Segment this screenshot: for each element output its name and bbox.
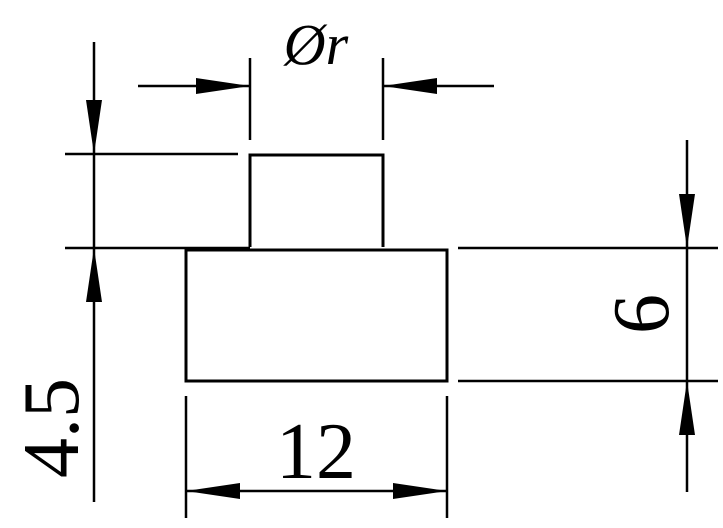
depth-arrow-bottom: [86, 248, 102, 302]
base-rectangle: [184, 248, 449, 383]
depth-arrow-top: [86, 100, 102, 154]
part-geometry: [184, 153, 449, 383]
width-dimension: 12: [186, 408, 447, 499]
depth-dimension: 4.5: [8, 42, 102, 502]
height-label: 6: [598, 294, 686, 334]
height-arrow-top: [679, 194, 695, 248]
diameter-arrow-right: [383, 78, 437, 94]
boss-outline: [248, 153, 385, 247]
height-dimension: 6: [598, 140, 695, 492]
depth-label: 4.5: [8, 378, 96, 478]
width-label: 12: [276, 408, 356, 496]
width-arrow-left: [186, 483, 240, 499]
width-arrow-right: [393, 483, 447, 499]
diameter-dimension: Ør: [138, 12, 494, 94]
extension-lines: [65, 58, 718, 518]
diameter-label: Ør: [283, 12, 349, 77]
height-arrow-bottom: [679, 381, 695, 435]
diameter-arrow-left: [196, 78, 250, 94]
